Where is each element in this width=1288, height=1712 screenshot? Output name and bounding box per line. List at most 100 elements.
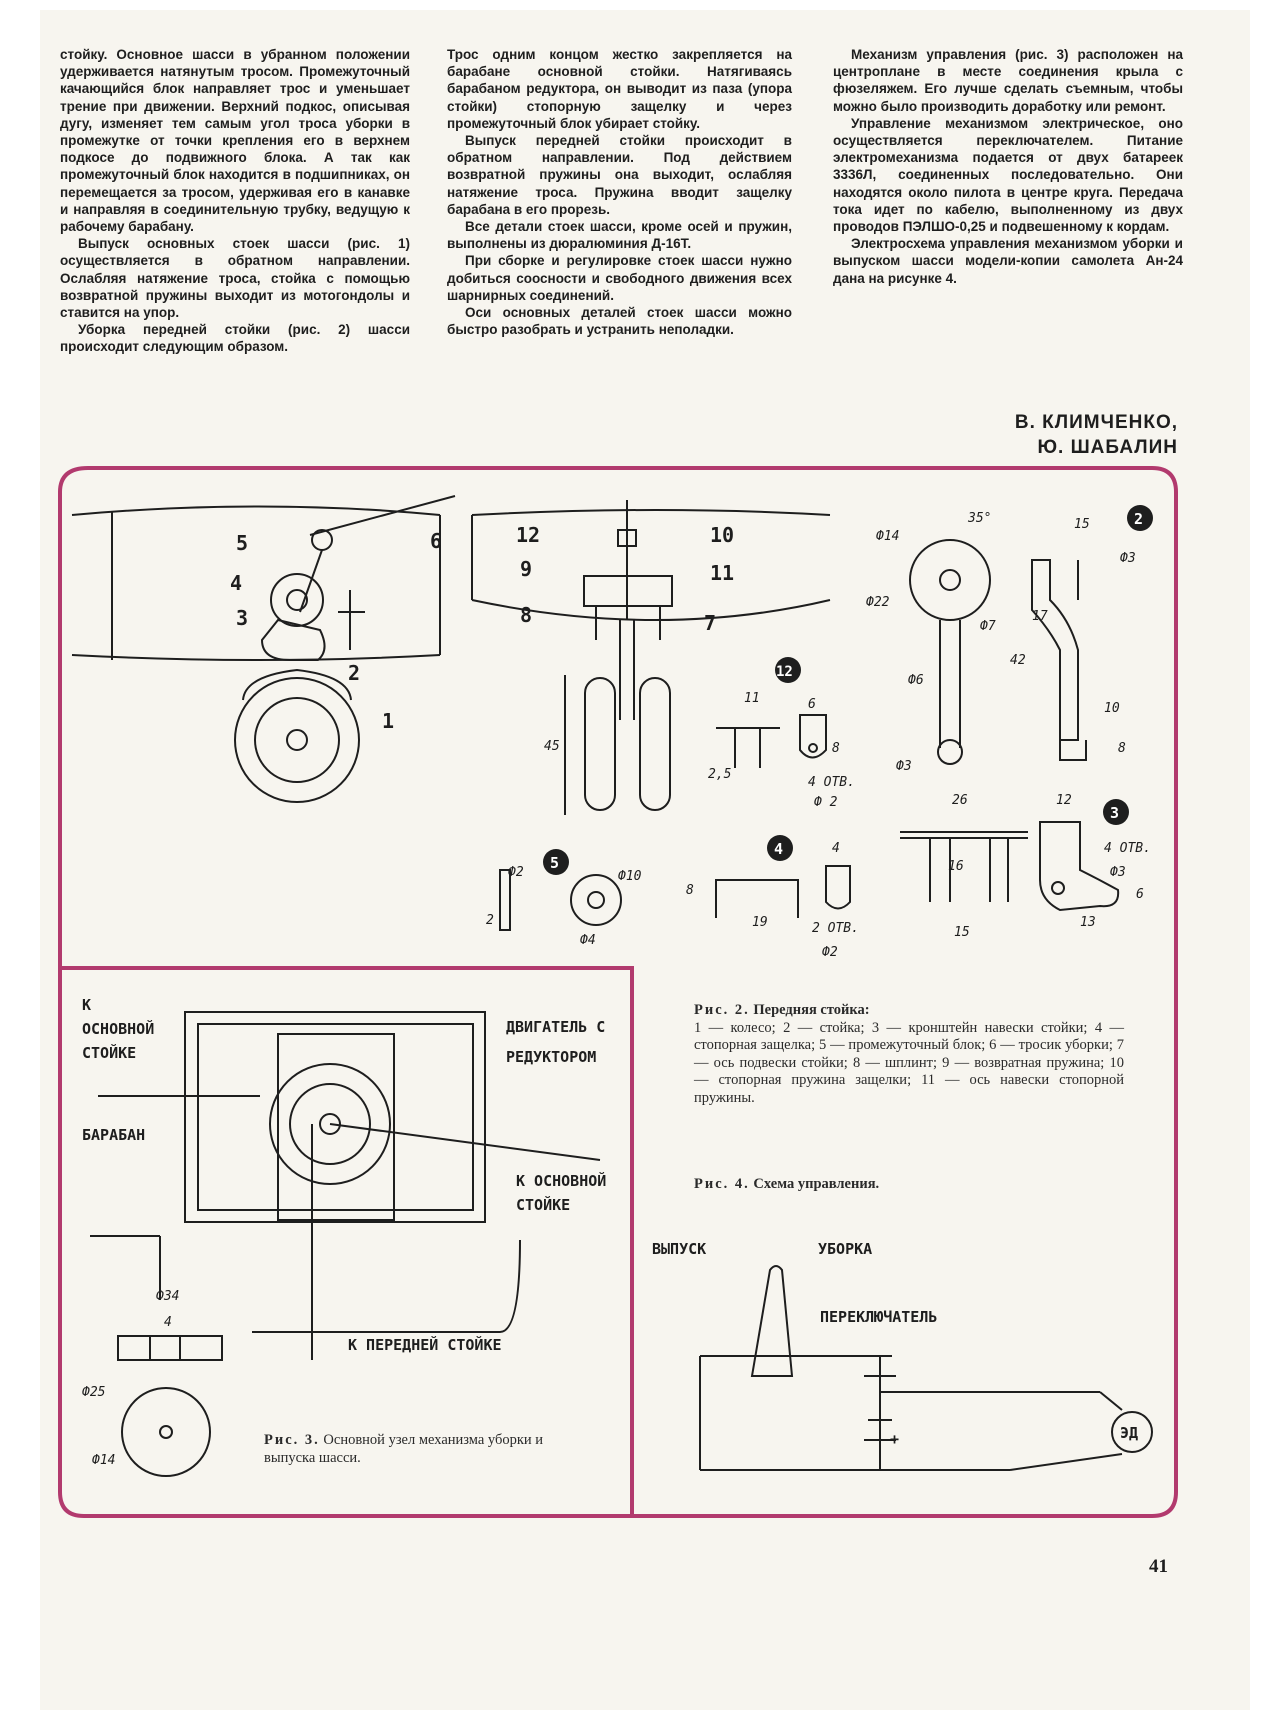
label-plus: + [890, 1430, 899, 1448]
dim-45: 45 [544, 739, 560, 754]
caption-fig2-label: Рис. 2. [694, 1002, 750, 1018]
callout-11: 11 [710, 561, 734, 585]
label-drum: БАРАБАН [82, 1126, 145, 1144]
part-badges: 2 12 3 4 5 [543, 505, 1153, 875]
caption-fig3-title: Основной узел механизма уборки и выпуска… [264, 1432, 544, 1466]
callout-5: 5 [236, 531, 248, 555]
dim-angle-35: 35° [967, 511, 991, 526]
label-to-main-strut-top-line: СТОЙКЕ [82, 1043, 136, 1062]
fig2-front-view [471, 500, 831, 815]
article-column-1: стойку. Основное шасси в убранном положе… [60, 46, 410, 356]
callout-10: 10 [710, 523, 734, 547]
caption-fig4-title: Схема управления. [753, 1176, 880, 1192]
dim-12: 12 [1056, 793, 1072, 808]
badge-5: 5 [550, 854, 559, 872]
dim-phi4: Ф4 [580, 933, 596, 948]
label-motor-reducer-line: ДВИГАТЕЛЬ С [506, 1018, 605, 1036]
author-2: Ю. ШАБАЛИН [1037, 437, 1178, 458]
paragraph: Управление механизмом электрическое, оно… [833, 115, 1183, 235]
figure-frame [58, 466, 1178, 1518]
dim-6: 6 [808, 697, 816, 712]
dim-phi25: Ф25 [82, 1385, 106, 1400]
caption-fig2: Рис. 2. Передняя стойка: 1 — колесо; 2 —… [694, 1002, 1124, 1107]
paragraph: При сборке и регулировке стоек шасси нуж… [447, 253, 792, 303]
dim-17: 17 [1032, 609, 1048, 624]
paragraph: Выпуск основных стоек шасси (рис. 1) осу… [60, 236, 410, 321]
paragraph: Трос одним концом жестко закрепляется на… [447, 47, 792, 131]
label-retract: УБОРКА [818, 1240, 872, 1258]
callout-8: 8 [520, 603, 532, 627]
label-switch: ПЕРЕКЛЮЧАТЕЛЬ [820, 1308, 937, 1326]
badge-4: 4 [774, 840, 783, 858]
label-to-main-strut-right-line: СТОЙКЕ [516, 1195, 570, 1214]
callout-6: 6 [430, 529, 442, 553]
callout-7: 7 [704, 611, 716, 635]
label-to-main-strut-right: К ОСНОВНОЙ СТОЙКЕ [516, 1171, 606, 1214]
dim-phi10: Ф10 [618, 869, 642, 884]
fig2-part-4 [715, 865, 851, 918]
dim-4-holes: 4 ОТВ. [808, 775, 855, 790]
label-to-front-strut: К ПЕРЕДНЕЙ СТОЙКЕ [348, 1335, 502, 1354]
paragraph: Механизм управления (рис. 3) расположен … [833, 47, 1183, 114]
dim-4: 4 [832, 841, 840, 856]
dim-4-holes-b: 4 ОТВ. [1104, 841, 1151, 856]
fig2-part-3 [900, 821, 1120, 912]
label-to-main-strut-right-line: К ОСНОВНОЙ [516, 1171, 606, 1190]
callout-4: 4 [230, 571, 242, 595]
dim-4-fig3: 4 [164, 1315, 172, 1330]
dim-phi3: Ф3 [896, 759, 912, 774]
caption-fig3: Рис. 3. Основной узел механизма уборки и… [264, 1432, 564, 1467]
magazine-page [40, 10, 1250, 1710]
dim-phi6: Ф6 [908, 673, 924, 688]
callout-1: 1 [382, 709, 394, 733]
dim-phi14-fig3: Ф14 [92, 1453, 115, 1468]
callout-2: 2 [348, 661, 360, 685]
label-to-main-strut-top: К ОСНОВНОЙ СТОЙКЕ [82, 996, 154, 1062]
label-release: ВЫПУСК [652, 1240, 706, 1258]
dim-phi34: Ф34 [156, 1289, 179, 1304]
dim-2-5: 2,5 [708, 767, 732, 782]
dim-10: 10 [1104, 701, 1120, 716]
label-motor-reducer: ДВИГАТЕЛЬ С РЕДУКТОРОМ [506, 1018, 605, 1066]
dim-15: 15 [1074, 517, 1090, 532]
dim-26: 26 [952, 793, 968, 808]
author-1: В. КЛИМЧЕНКО, [1014, 412, 1178, 433]
label-to-main-strut-top-line: К [82, 996, 91, 1014]
fig2-part-5 [499, 869, 622, 931]
badge-2: 2 [1134, 510, 1143, 528]
dim-2: 2 [486, 913, 494, 928]
dim-phi2-b: Ф2 [822, 945, 838, 960]
label-motor-ed: ЭД [1120, 1424, 1138, 1442]
dim-16: 16 [948, 859, 964, 874]
paragraph: Электросхема управления механизмом уборк… [833, 236, 1183, 286]
paragraph: Выпуск передней стойки происходит в обра… [447, 133, 792, 217]
dim-42: 42 [1010, 653, 1026, 668]
callout-3: 3 [236, 606, 248, 630]
dim-8-b: 8 [1118, 741, 1126, 756]
badge-12: 12 [776, 664, 793, 680]
label-to-main-strut-top-line: ОСНОВНОЙ [82, 1019, 154, 1038]
fig3-frame [60, 966, 634, 1516]
article-column-2: Трос одним концом жестко закрепляется на… [447, 46, 792, 338]
caption-fig2-title: Передняя стойка: [753, 1002, 870, 1018]
dim-8: 8 [832, 741, 840, 756]
dim-phi3-b: Ф3 [1120, 551, 1136, 566]
label-motor-reducer-line: РЕДУКТОРОМ [506, 1048, 596, 1066]
dim-6-b: 6 [1136, 887, 1144, 902]
badge-3: 3 [1110, 804, 1119, 822]
caption-fig4-label: Рис. 4. [694, 1176, 750, 1192]
authors: В. КЛИМЧЕНКО, Ю. ШАБАЛИН [1015, 410, 1178, 460]
caption-fig3-label: Рис. 3. [264, 1432, 320, 1448]
callout-12: 12 [516, 523, 540, 547]
paragraph: Уборка передней стойки (рис. 2) шасси пр… [60, 322, 410, 355]
paragraph: Все детали стоек шасси, кроме осей и пру… [447, 219, 792, 252]
callout-9: 9 [520, 557, 532, 581]
dim-phi14: Ф14 [876, 529, 899, 544]
fig3-drawing [90, 1011, 601, 1477]
paragraph: стойку. Основное шасси в убранном положе… [60, 47, 410, 235]
dim-15-b: 15 [954, 925, 970, 940]
dim-8-c: 8 [686, 883, 694, 898]
dim-phi2-c: Ф2 [508, 865, 524, 880]
caption-fig4: Рис. 4. Схема управления. [694, 1176, 1124, 1194]
